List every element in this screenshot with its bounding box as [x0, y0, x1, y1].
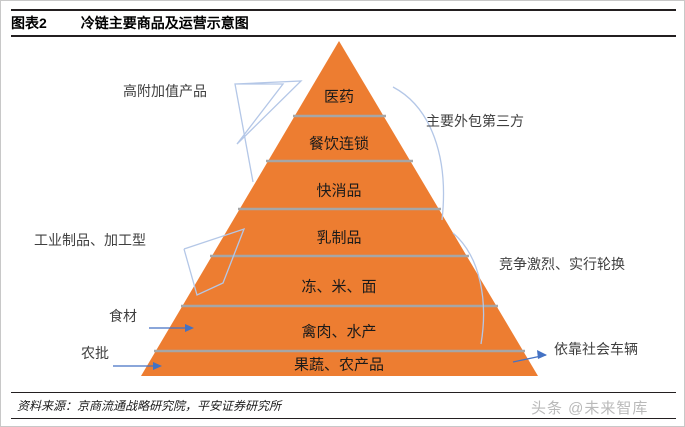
- figure-number: 图表2: [11, 15, 47, 31]
- left-annotation-industrial: 工业制品、加工型: [34, 232, 146, 248]
- left-annotation-nongpi: 农批: [81, 345, 109, 361]
- left-arrow-head-nongpi: [153, 362, 162, 370]
- header-top-rule: [11, 9, 676, 11]
- footer-top-rule: [11, 392, 676, 393]
- pyramid-diagram: [113, 41, 547, 376]
- figure-title: 冷链主要商品及运营示意图: [80, 15, 249, 31]
- figure-header: 图表2 冷链主要商品及运营示意图: [11, 12, 676, 34]
- right-brace-outsourcing: [392, 86, 445, 221]
- left-bracket-industrial: [183, 227, 246, 296]
- header-bottom-rule: [11, 35, 676, 37]
- footer-bottom-rule: [11, 418, 676, 419]
- left-bracket-high-value: [234, 80, 303, 183]
- watermark-text: 头条 @未来智库: [531, 400, 649, 417]
- source-note: 资料来源：京商流通战略研究院，平安证券研究所: [17, 399, 282, 413]
- right-brace-competition: [452, 232, 485, 345]
- right-annotation-vehicles: 依靠社会车辆: [554, 341, 638, 357]
- right-arrow-head-vehicles: [537, 350, 547, 359]
- left-annotation-shicai: 食材: [109, 308, 137, 324]
- right-annotation-outsourcing: 主要外包第三方: [426, 113, 524, 129]
- right-annotation-competition: 竞争激烈、实行轮换: [499, 256, 625, 272]
- left-arrow-head-shicai: [185, 324, 194, 332]
- left-annotation-high-value: 高附加值产品: [123, 83, 207, 99]
